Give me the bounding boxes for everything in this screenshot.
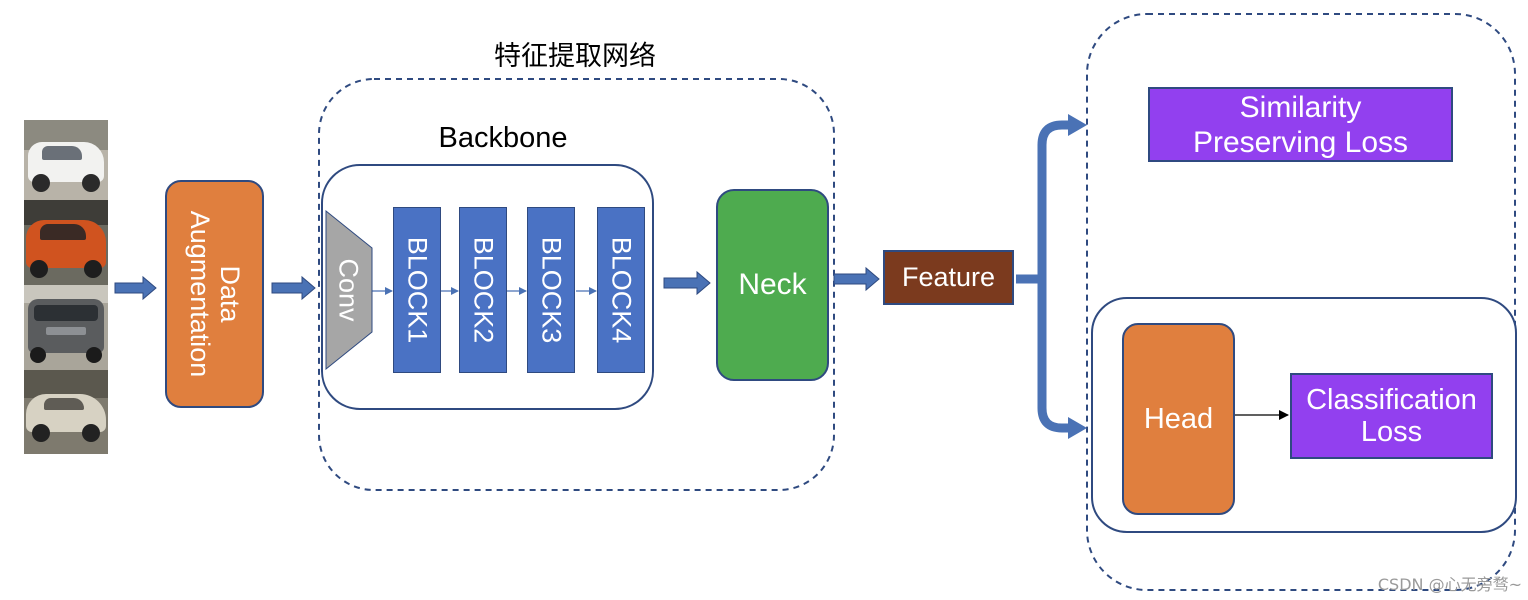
silver-sedan-photo (24, 370, 108, 454)
orange-car-photo (24, 200, 108, 285)
conv-label-holder: Conv (325, 210, 371, 370)
arrow-augmentation-to-backbone (271, 275, 316, 301)
arrow-neck-to-feature (833, 266, 880, 292)
block1: BLOCK1 (393, 207, 441, 373)
feature-extraction-network-title: 特征提取网络 (494, 41, 656, 72)
block4: BLOCK4 (597, 207, 645, 373)
classification-loss-box: Classification Loss (1290, 373, 1493, 459)
block3: BLOCK3 (527, 207, 575, 373)
branch-top-arrowhead (1068, 114, 1087, 136)
branch-to-similarity-loss (1037, 120, 1070, 279)
block1-label: BLOCK1 (402, 236, 433, 344)
similarity-preserving-loss-label: Similarity Preserving Loss (1192, 90, 1409, 159)
white-car-photo (24, 120, 108, 200)
feature-label: Feature (901, 262, 996, 292)
data-augmentation-box: Data Augmentation (165, 180, 264, 408)
classification-loss-label: Classification Loss (1306, 384, 1477, 448)
neck-label: Neck (738, 268, 807, 301)
block2: BLOCK2 (459, 207, 507, 373)
neck-box: Neck (716, 189, 829, 381)
block3-label: BLOCK3 (536, 236, 567, 344)
grey-suv-photo (24, 285, 108, 370)
block4-label: BLOCK4 (606, 236, 637, 344)
head-box: Head (1122, 323, 1235, 515)
conv-layer (325, 210, 373, 370)
similarity-preserving-loss-box: Similarity Preserving Loss (1148, 87, 1453, 162)
feature-box: Feature (883, 250, 1014, 305)
conv-label: Conv (333, 258, 364, 322)
arrow-images-to-augmentation (114, 275, 157, 301)
branch-to-head (1037, 279, 1070, 433)
csdn-watermark: CSDN @心无旁骛~ (1377, 575, 1522, 594)
head-label: Head (1143, 402, 1214, 435)
backbone-title: Backbone (438, 122, 568, 154)
branch-bottom-arrowhead (1068, 417, 1087, 439)
block2-label: BLOCK2 (468, 236, 499, 344)
loss-dashed-container (1086, 13, 1516, 591)
data-augmentation-label: Data Augmentation (184, 210, 245, 378)
arrow-backbone-to-neck (663, 270, 711, 296)
